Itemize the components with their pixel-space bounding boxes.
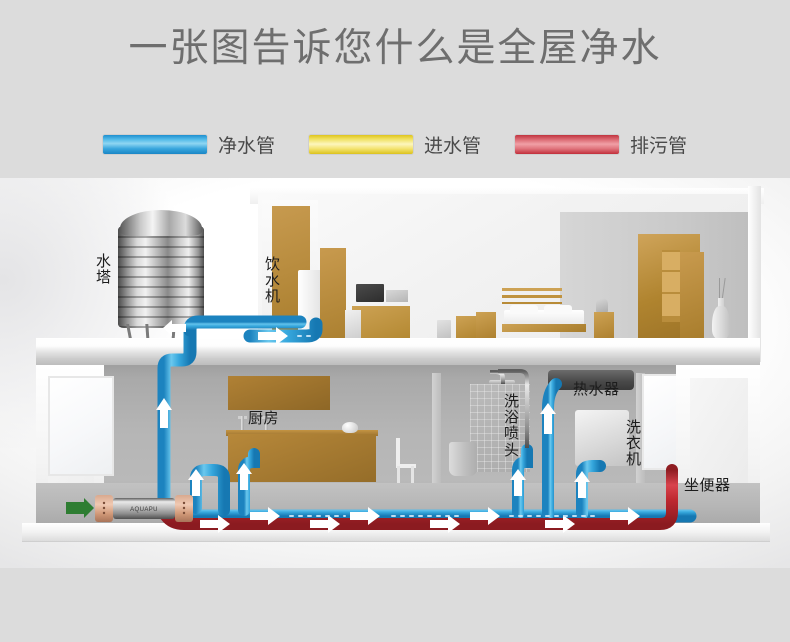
legend: 净水管 进水管 排污管 [0,131,790,158]
purifier-brand-text: AQUAPU [130,507,158,513]
label-water-heater: 热水器 [573,381,620,398]
wooden-stool [456,316,478,340]
legend-swatch-clean-water-icon [102,135,207,154]
page-title: 一张图告诉您什么是全屋净水 [128,27,662,70]
legend-label-inlet-water: 进水管 [423,136,481,157]
study-desk [352,306,410,340]
label-kitchen: 厨房 [248,410,280,427]
label-water-tower: 水 塔 [96,253,112,287]
wardrobe-open-shelf [662,250,680,322]
label-toilet: 坐便器 [684,477,731,494]
label-water-dispenser: 饮 水 机 [265,256,281,306]
interior-pillar [432,373,441,491]
floor-slab-upper [36,338,760,358]
vase-neck [718,298,724,310]
pillow [544,305,572,314]
waste-bin [437,320,451,340]
floor-slab-upper-edge [36,358,760,365]
water-heater-appliance [548,370,634,390]
desk-chair [345,310,361,340]
kettle [342,422,358,433]
chair-seat [396,464,416,468]
bed-headboard [502,288,562,304]
table-lamp [596,298,608,312]
label-washing-machine: 洗 衣 机 [626,419,642,469]
legend-item-inlet-water: 进水管 [308,131,481,158]
laundry-basket [449,442,477,476]
kitchen-chair [396,438,416,484]
label-shower-head: 洗 浴 喷 头 [504,393,520,459]
wardrobe-side-unit [680,252,704,340]
flow-direction-arrows [156,320,640,533]
laptop [386,290,408,302]
floor-vase [712,306,730,340]
kitchen-upper-cabinets [228,376,330,410]
water-purifier-device: AQUAPU [52,495,193,522]
house-cutaway-illustration: AQUAPU [0,178,790,568]
water-tower-body [118,226,204,328]
legend-label-clean-water: 净水管 [217,136,275,157]
desktop-monitor [356,284,384,302]
legend-swatch-inlet-water-icon [308,135,413,154]
interior-pillar [636,373,645,491]
vase-branch [719,278,720,302]
chair-leg [411,466,414,484]
left-window [48,376,114,476]
chair-leg [397,466,400,484]
legend-swatch-drain-icon [515,135,619,154]
pipe-highlight [289,335,601,517]
bed-frame [502,324,586,332]
water-tower-lid [120,210,202,236]
kitchen-countertop [226,430,378,436]
kitchen-tap [241,416,244,431]
pillow [510,305,538,314]
nightstand-left [476,312,496,340]
bed [498,288,586,340]
water-tower [118,208,204,344]
tall-cabinet [320,248,346,340]
nightstand-right [594,312,614,340]
mattress [504,310,584,326]
inlet-flow-arrow-icon [66,498,94,518]
legend-label-drain: 排污管 [630,136,688,157]
legend-item-clean-water: 净水管 [102,131,275,158]
upper-right-post [748,186,761,362]
chair-back [396,438,400,468]
plumbing-pipe-network: AQUAPU [52,315,697,533]
washing-machine-appliance [575,410,629,466]
kitchen-tap [265,416,268,431]
clean-water-pipe [154,315,697,523]
legend-item-drain: 排污管 [515,131,687,158]
